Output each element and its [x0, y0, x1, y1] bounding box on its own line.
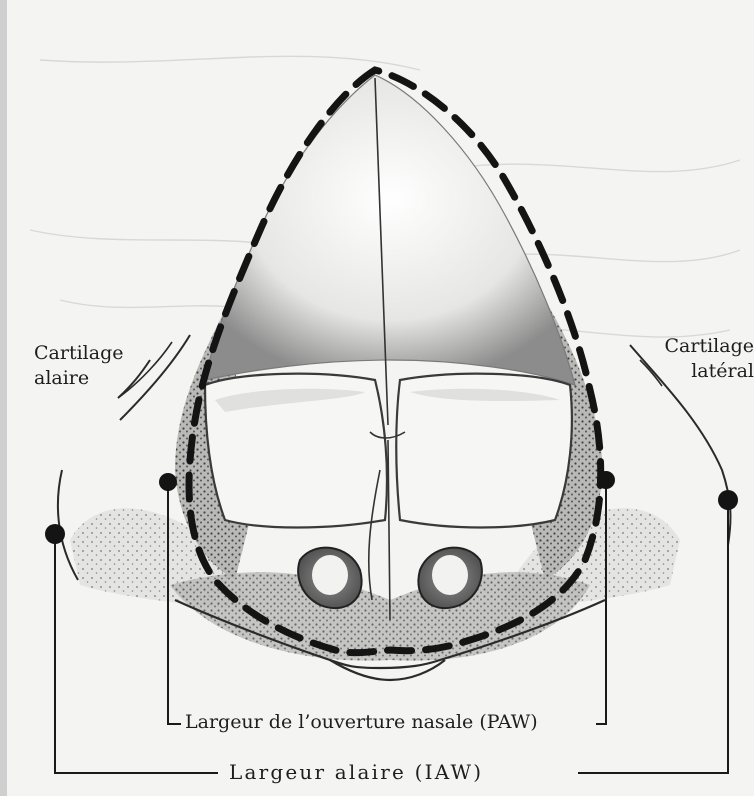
iaw-left-point [45, 524, 65, 544]
iaw-right-point [718, 490, 738, 510]
paw-left-point [159, 473, 177, 491]
label-cartilage-lateral-line1: Cartilage [640, 334, 754, 359]
label-iaw: Largeur alaire (IAW) [223, 760, 489, 784]
label-cartilage-alaire-line2: alaire [34, 366, 123, 391]
label-paw: Largeur de l’ouverture nasale (PAW) [183, 711, 540, 733]
label-cartilage-alaire-line1: Cartilage [34, 341, 123, 366]
label-cartilage-alaire: Cartilage alaire [34, 341, 123, 391]
paw-right-point [597, 471, 615, 489]
label-cartilage-lateral: Cartilage latéral [640, 334, 754, 384]
label-cartilage-lateral-line2: latéral [640, 359, 754, 384]
